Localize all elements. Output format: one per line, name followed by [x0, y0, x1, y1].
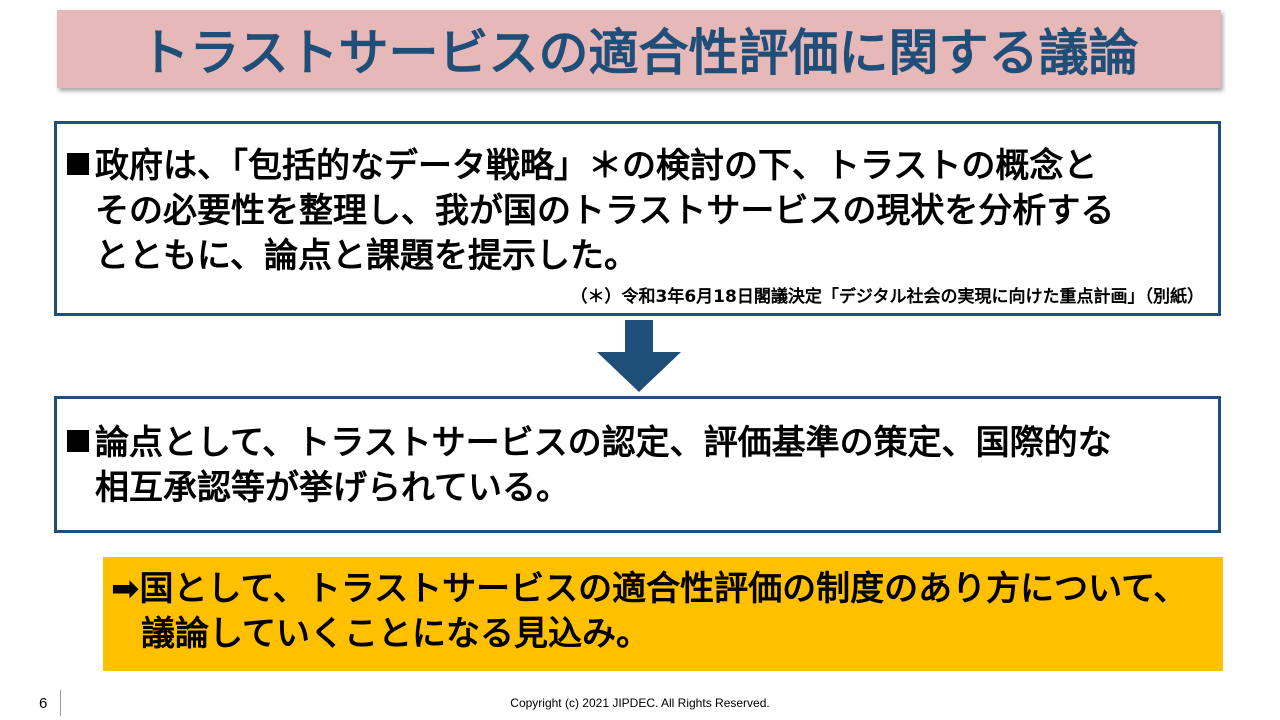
- government-analysis-text: 政府は、「包括的なデータ戦略」＊の検討の下、トラストの概念と その必要性を整理し…: [67, 144, 1210, 279]
- right-arrow-icon: ➡: [111, 569, 140, 609]
- issues-box: 論点として、トラストサービスの認定、評価基準の策定、国際的な 相互承認等が挙げら…: [54, 396, 1221, 533]
- text-line: その必要性を整理し、我が国のトラストサービスの現状を分析する: [95, 191, 1115, 231]
- square-bullet-icon: [67, 430, 89, 452]
- text-line: 議論していくことになる見込み。: [141, 614, 650, 654]
- issues-text: 論点として、トラストサービスの認定、評価基準の策定、国際的な 相互承認等が挙げら…: [67, 421, 1210, 511]
- page-number-divider: [60, 690, 61, 716]
- text-line: 相互承認等が挙げられている。: [95, 468, 570, 508]
- conclusion-box: ➡国として、トラストサービスの適合性評価の制度のあり方について、 議論していくこ…: [103, 557, 1223, 671]
- text-line: 論点として、トラストサービスの認定、評価基準の策定、国際的な: [67, 421, 1210, 466]
- slide-title: トラストサービスの適合性評価に関する議論: [139, 24, 1139, 82]
- text-line: とともに、論点と課題を提示した。: [95, 236, 638, 276]
- copyright-notice: Copyright (c) 2021 JIPDEC. All Rights Re…: [510, 696, 770, 710]
- down-arrow-icon: [597, 320, 681, 392]
- text-line: 政府は、「包括的なデータ戦略」＊の検討の下、トラストの概念と: [67, 144, 1210, 189]
- footnote: （＊）令和3年6月18日閣議決定「デジタル社会の実現に向けた重点計画」（別紙）: [570, 287, 1204, 307]
- conclusion-text: ➡国として、トラストサービスの適合性評価の制度のあり方について、 議論していくこ…: [111, 567, 1213, 657]
- text-line: ➡国として、トラストサービスの適合性評価の制度のあり方について、: [111, 569, 1188, 609]
- government-analysis-box: 政府は、「包括的なデータ戦略」＊の検討の下、トラストの概念と その必要性を整理し…: [54, 121, 1221, 316]
- page-number: 6: [39, 695, 48, 712]
- square-bullet-icon: [67, 153, 89, 175]
- title-banner: トラストサービスの適合性評価に関する議論: [57, 10, 1221, 88]
